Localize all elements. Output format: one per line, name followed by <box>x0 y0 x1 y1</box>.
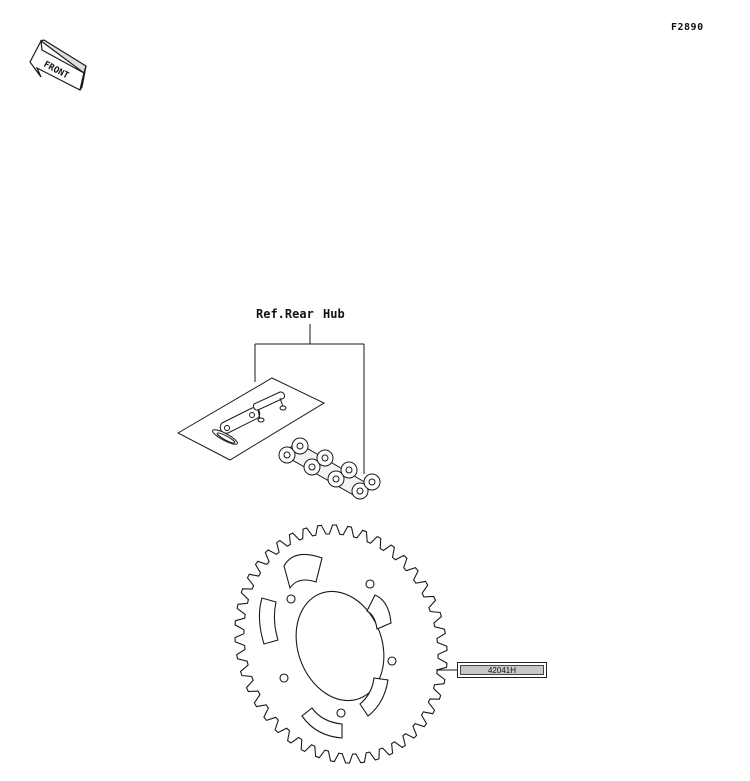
bolt-hole-4 <box>336 708 346 718</box>
lightening-hole-3 <box>359 677 389 717</box>
figure-code: F2890 <box>671 22 704 33</box>
chain-clip <box>212 429 238 445</box>
part-number-text: 42041H <box>460 665 544 675</box>
bolt-hole-5 <box>279 673 289 683</box>
chain-joint-kit-icon <box>176 377 326 461</box>
lightening-hole-5 <box>258 597 279 645</box>
reference-bracket <box>254 324 365 474</box>
lightening-hole-2 <box>366 594 392 630</box>
bolt-hole-2 <box>365 579 375 589</box>
reference-label-rear-hub: Ref.Rear Hub <box>256 307 345 321</box>
front-arrow-icon: FRONT <box>29 38 87 91</box>
rear-sprocket-icon <box>234 524 448 764</box>
lightening-hole-4 <box>301 707 343 739</box>
chain-joint-pins <box>252 391 287 423</box>
bolt-hole-3 <box>387 656 397 666</box>
lightening-hole-1 <box>283 553 323 590</box>
part-number-label[interactable]: 42041H <box>457 662 547 678</box>
drive-chain-icon <box>278 437 381 500</box>
sprocket-hub-bore <box>295 590 385 702</box>
bolt-hole-1 <box>286 594 296 604</box>
